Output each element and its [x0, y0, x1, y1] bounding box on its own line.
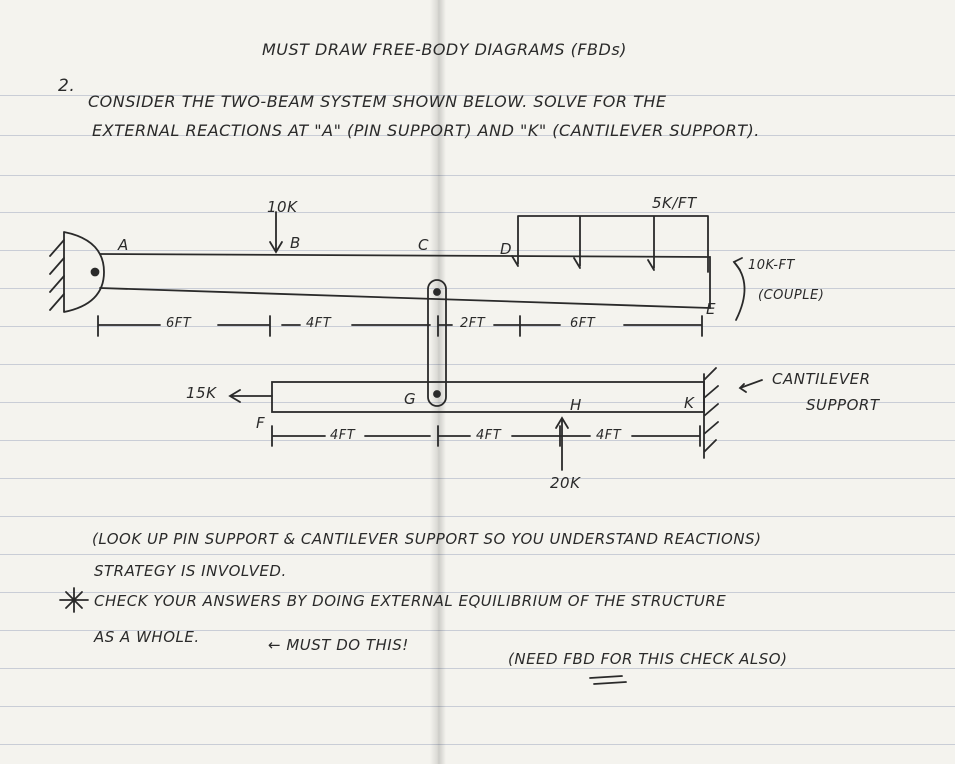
ruled-line: [0, 440, 955, 441]
point-label-B: B: [290, 234, 301, 252]
ruled-line: [0, 554, 955, 555]
wall-hatch-A: [49, 239, 65, 311]
pin-support-A: [63, 231, 105, 313]
dim-bottom-1: 4FT: [330, 428, 356, 443]
ruled-line: [0, 402, 955, 403]
point-label-K: K: [684, 394, 695, 412]
ruled-line: [0, 630, 955, 631]
ruled-line: [0, 326, 955, 327]
point-load-H-arrow: [555, 416, 569, 471]
dim-top-4: 6FT: [570, 316, 596, 331]
note-line-3: CHECK YOUR ANSWERS BY DOING EXTERNAL EQU…: [94, 592, 727, 610]
page-title: MUST DRAW FREE-BODY DIAGRAMS (FBDs): [262, 40, 627, 59]
dim-top-1: 6FT: [166, 316, 192, 331]
top-beam: [99, 253, 711, 309]
note-line-1: (LOOK UP PIN SUPPORT & CANTILEVER SUPPOR…: [92, 530, 762, 548]
ruled-line: [0, 592, 955, 593]
ruled-line: [0, 364, 955, 365]
link-CG: [427, 279, 447, 407]
ruled-line: [0, 212, 955, 213]
ruled-line: [0, 250, 955, 251]
point-label-D: D: [500, 240, 513, 258]
support-label-2: SUPPORT: [806, 396, 880, 414]
problem-number: 2.: [58, 76, 76, 96]
note-line-4b: ← MUST DO THIS!: [268, 636, 409, 654]
bottom-dim-line: [271, 425, 701, 447]
point-label-E: E: [706, 300, 716, 318]
note-line-4c: (NEED FBD FOR THIS CHECK ALSO): [508, 650, 788, 668]
ruled-line: [0, 175, 955, 176]
couple-note: (COUPLE): [758, 288, 825, 303]
point-label-G: G: [404, 390, 417, 408]
note-line-4a: AS A WHOLE.: [94, 628, 200, 646]
point-label-C: C: [418, 236, 429, 254]
note-line-2: STRATEGY IS INVOLVED.: [94, 562, 287, 580]
ruled-line: [0, 744, 955, 745]
couple-label: 10K-FT: [748, 258, 795, 273]
pin-A: [90, 267, 100, 277]
ruled-line: [0, 95, 955, 96]
ruled-line: [0, 478, 955, 479]
ruled-line: [0, 288, 955, 289]
fbd-underline: [589, 675, 627, 685]
top-dim-line: [97, 315, 703, 337]
dim-bottom-2: 4FT: [476, 428, 502, 443]
distributed-load: [511, 215, 709, 273]
cantilever-wall-K: [703, 367, 719, 459]
ruled-line: [0, 516, 955, 517]
problem-line-2: EXTERNAL REACTIONS AT "A" (PIN SUPPORT) …: [92, 121, 760, 140]
ruled-line: [0, 135, 955, 136]
point-load-F-arrow: [228, 389, 273, 403]
ruled-line: [0, 668, 955, 669]
couple-arrowhead: [732, 257, 743, 271]
point-load-B-arrow: [269, 211, 283, 254]
support-pointer: [738, 379, 763, 393]
load-label-10k: 10K: [267, 198, 298, 216]
support-label-1: CANTILEVER: [772, 370, 871, 388]
bottom-beam: [271, 381, 705, 413]
ruled-line: [0, 706, 955, 707]
problem-line-1: CONSIDER THE TWO-BEAM SYSTEM SHOWN BELOW…: [88, 92, 667, 111]
load-label-15k: 15K: [186, 384, 217, 402]
dim-top-2: 4FT: [306, 316, 332, 331]
point-label-F: F: [256, 414, 266, 432]
point-label-H: H: [570, 396, 582, 414]
asterisk-icon: [59, 587, 89, 613]
couple-arc: [733, 261, 746, 321]
dim-top-3: 2FT: [460, 316, 486, 331]
load-label-5k-ft: 5K/FT: [652, 194, 697, 212]
dim-bottom-3: 4FT: [596, 428, 622, 443]
load-label-20k: 20K: [550, 474, 581, 492]
point-label-A: A: [118, 236, 129, 254]
